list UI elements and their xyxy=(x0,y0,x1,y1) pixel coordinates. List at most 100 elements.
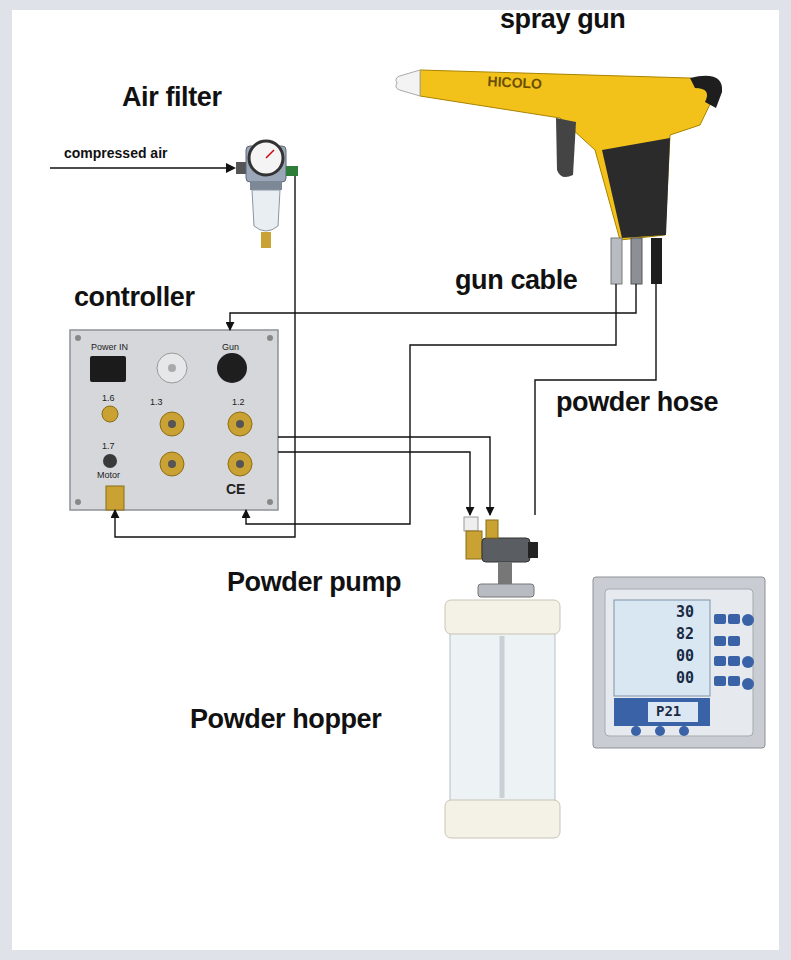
motor-socket xyxy=(103,454,117,468)
gun-hook xyxy=(690,76,722,108)
display-button xyxy=(728,614,740,624)
hose-connector xyxy=(230,295,636,330)
pump-outlet xyxy=(528,542,538,558)
gun-hose-stub xyxy=(655,284,656,295)
component-node: controller xyxy=(70,330,278,510)
component-heading: controller xyxy=(74,282,195,313)
gun-fitting xyxy=(631,238,642,284)
hopper-tube xyxy=(450,632,555,804)
component-heading: Powder pump xyxy=(227,567,401,598)
knob xyxy=(102,406,118,422)
connector-label: gun cable xyxy=(452,265,580,296)
hopper-base xyxy=(445,800,560,838)
part-label: P21 xyxy=(656,704,681,719)
gauge-needle xyxy=(266,150,274,158)
component-node: spray gun xyxy=(390,50,722,295)
display-button xyxy=(714,676,726,686)
part-label: Power IN xyxy=(91,343,128,353)
part-label: 82 xyxy=(676,626,694,643)
pump-stem xyxy=(498,562,512,584)
part-label: 1.2 xyxy=(232,398,245,408)
page-ground xyxy=(12,10,779,950)
part-label: 1.3 xyxy=(150,398,163,408)
gun-socket xyxy=(217,353,247,383)
gun-hose-stub xyxy=(615,284,616,295)
powder-hopper-picture xyxy=(445,600,560,838)
controller-picture xyxy=(70,330,278,510)
pump-body xyxy=(482,538,530,562)
display-round-button xyxy=(631,726,641,736)
screw xyxy=(75,335,81,341)
air-port-hole xyxy=(168,460,176,468)
air-port-hole xyxy=(168,420,176,428)
hose-connector xyxy=(278,437,490,515)
display-round-button xyxy=(655,726,665,736)
air-port xyxy=(228,412,252,436)
filter-outlet xyxy=(286,166,298,176)
filter-gauge xyxy=(249,141,283,175)
air-inlet-arrow xyxy=(226,163,236,173)
silver-disc xyxy=(157,353,187,383)
gun-fitting xyxy=(651,238,662,284)
screw xyxy=(75,499,81,505)
display-band xyxy=(614,698,710,726)
display-frame xyxy=(593,577,765,748)
screw xyxy=(267,335,273,341)
display-button xyxy=(728,656,740,666)
display-screen xyxy=(614,600,710,696)
air-inlet-line xyxy=(50,167,226,168)
gun-body xyxy=(420,70,712,240)
screw xyxy=(267,499,273,505)
pump-mount xyxy=(478,584,534,597)
part-label: 00 xyxy=(676,670,694,687)
display-button xyxy=(714,636,726,646)
part-label: 1.7 xyxy=(102,442,115,452)
part-label: 1.6 xyxy=(102,394,115,404)
filter-inlet xyxy=(236,162,246,174)
display-round-button xyxy=(679,726,689,736)
air-port-hole xyxy=(236,460,244,468)
part-label: HICOLO xyxy=(487,74,542,92)
display-button xyxy=(714,614,726,624)
gun-trigger xyxy=(556,118,576,177)
gun-fitting xyxy=(611,238,622,284)
component-node: Air filter xyxy=(228,128,304,250)
display-round-button xyxy=(742,656,754,668)
pump-fitting xyxy=(486,520,498,538)
display-button xyxy=(728,636,740,646)
component-heading: Powder hopper xyxy=(190,704,381,735)
hose-connector xyxy=(278,452,470,515)
display-button xyxy=(728,676,740,686)
display-mode-box xyxy=(648,702,698,722)
air-filter-picture xyxy=(236,141,298,250)
display-round-button xyxy=(742,614,754,626)
part-label: 00 xyxy=(676,648,694,665)
gun-grip xyxy=(602,138,670,238)
gun-cable-stub xyxy=(635,284,636,295)
pump-fitting xyxy=(466,531,482,559)
air-port xyxy=(228,452,252,476)
powder-pump-picture xyxy=(464,517,538,597)
pump-fitting xyxy=(464,517,478,531)
air-port-hole xyxy=(236,420,244,428)
connector-label: powder hose xyxy=(553,387,721,418)
bowl-collar xyxy=(250,182,282,190)
display-bezel xyxy=(605,589,753,736)
part-label: CE xyxy=(226,482,245,497)
power-socket xyxy=(90,356,126,382)
control-display-picture xyxy=(593,577,765,748)
part-label: 30 xyxy=(676,604,694,621)
display-button xyxy=(714,656,726,666)
air-in-port xyxy=(106,486,124,510)
outlet-pipe xyxy=(294,176,295,250)
controller-panel xyxy=(70,330,278,510)
part-label: Gun xyxy=(222,343,239,353)
air-port xyxy=(160,452,184,476)
display-round-button xyxy=(742,678,754,690)
component-node: Powder hopper xyxy=(440,600,565,840)
part-label: compressed air xyxy=(64,146,168,161)
hopper-lid xyxy=(445,600,560,634)
silver-disc-center xyxy=(168,364,176,372)
filter-bowl xyxy=(252,190,280,231)
